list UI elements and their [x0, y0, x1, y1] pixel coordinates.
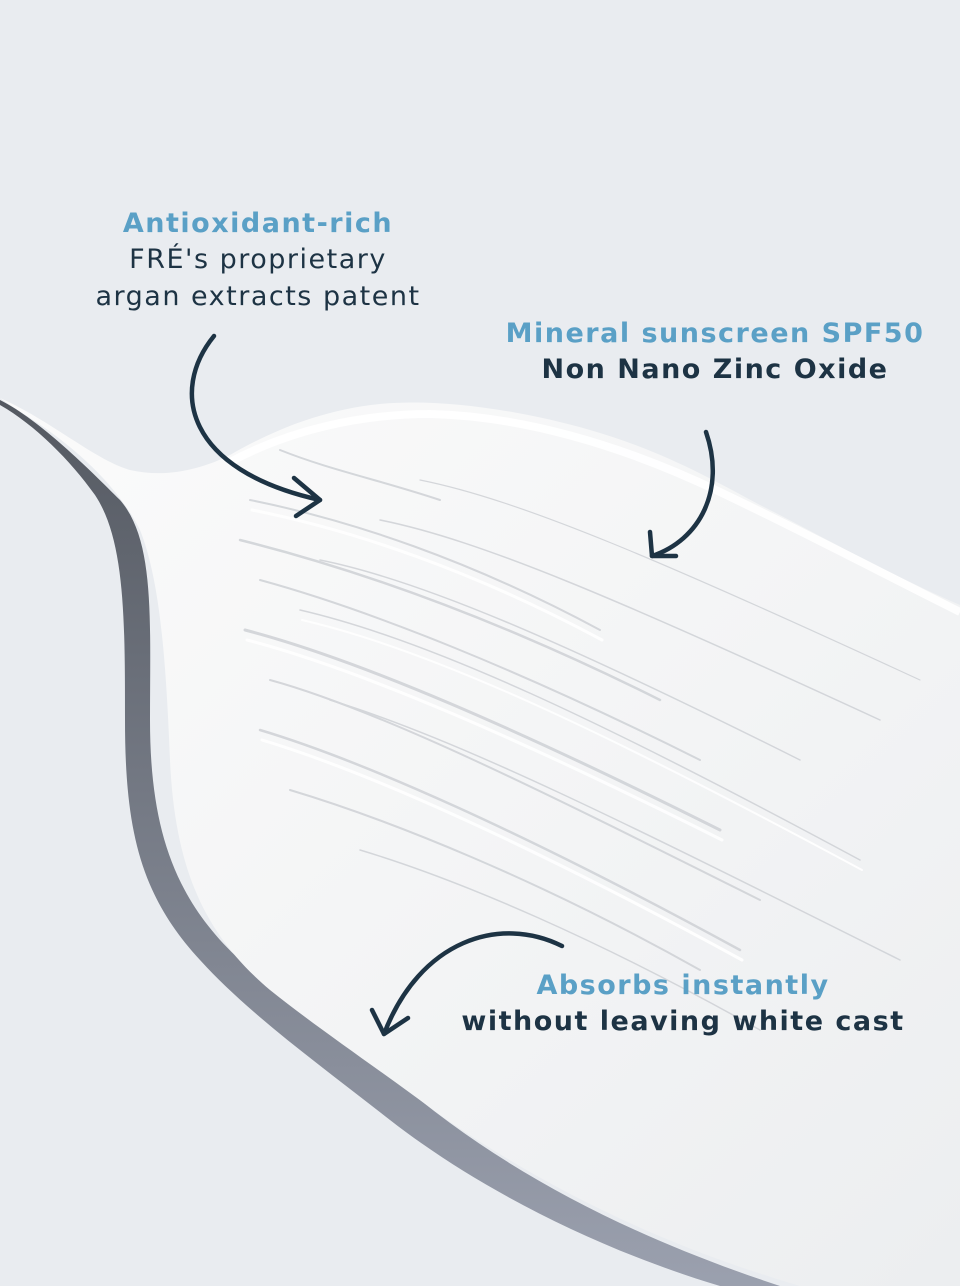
callout-mineral: Mineral sunscreen SPF50 Non Nano Zinc Ox… [480, 316, 950, 389]
callout-headline: Absorbs instantly [536, 970, 830, 1001]
cream-texture-ridges [238, 449, 921, 1031]
callout-text: without leaving white cast [461, 1006, 905, 1038]
callout-antioxidant: Antioxidant-rich FRÉ's proprietary argan… [48, 206, 468, 315]
callout-headline: Antioxidant-rich [122, 208, 394, 239]
callout-text: Non Nano Zinc Oxide [541, 354, 889, 386]
curved-arrow-icon [369, 931, 565, 1037]
callout-headline: Mineral sunscreen SPF50 [505, 318, 925, 349]
cream-swatch [0, 398, 960, 1286]
curved-arrow-icon [189, 333, 323, 519]
cream-edge-shadow [0, 400, 780, 1286]
cream-highlight [228, 409, 960, 616]
callout-absorbs: Absorbs instantly without leaving white … [430, 968, 936, 1041]
callout-text: FRÉ's proprietary [129, 244, 387, 276]
cream-texture-highlights [245, 508, 863, 962]
curved-arrow-icon [647, 429, 716, 559]
callout-text: argan extracts patent [95, 280, 421, 312]
